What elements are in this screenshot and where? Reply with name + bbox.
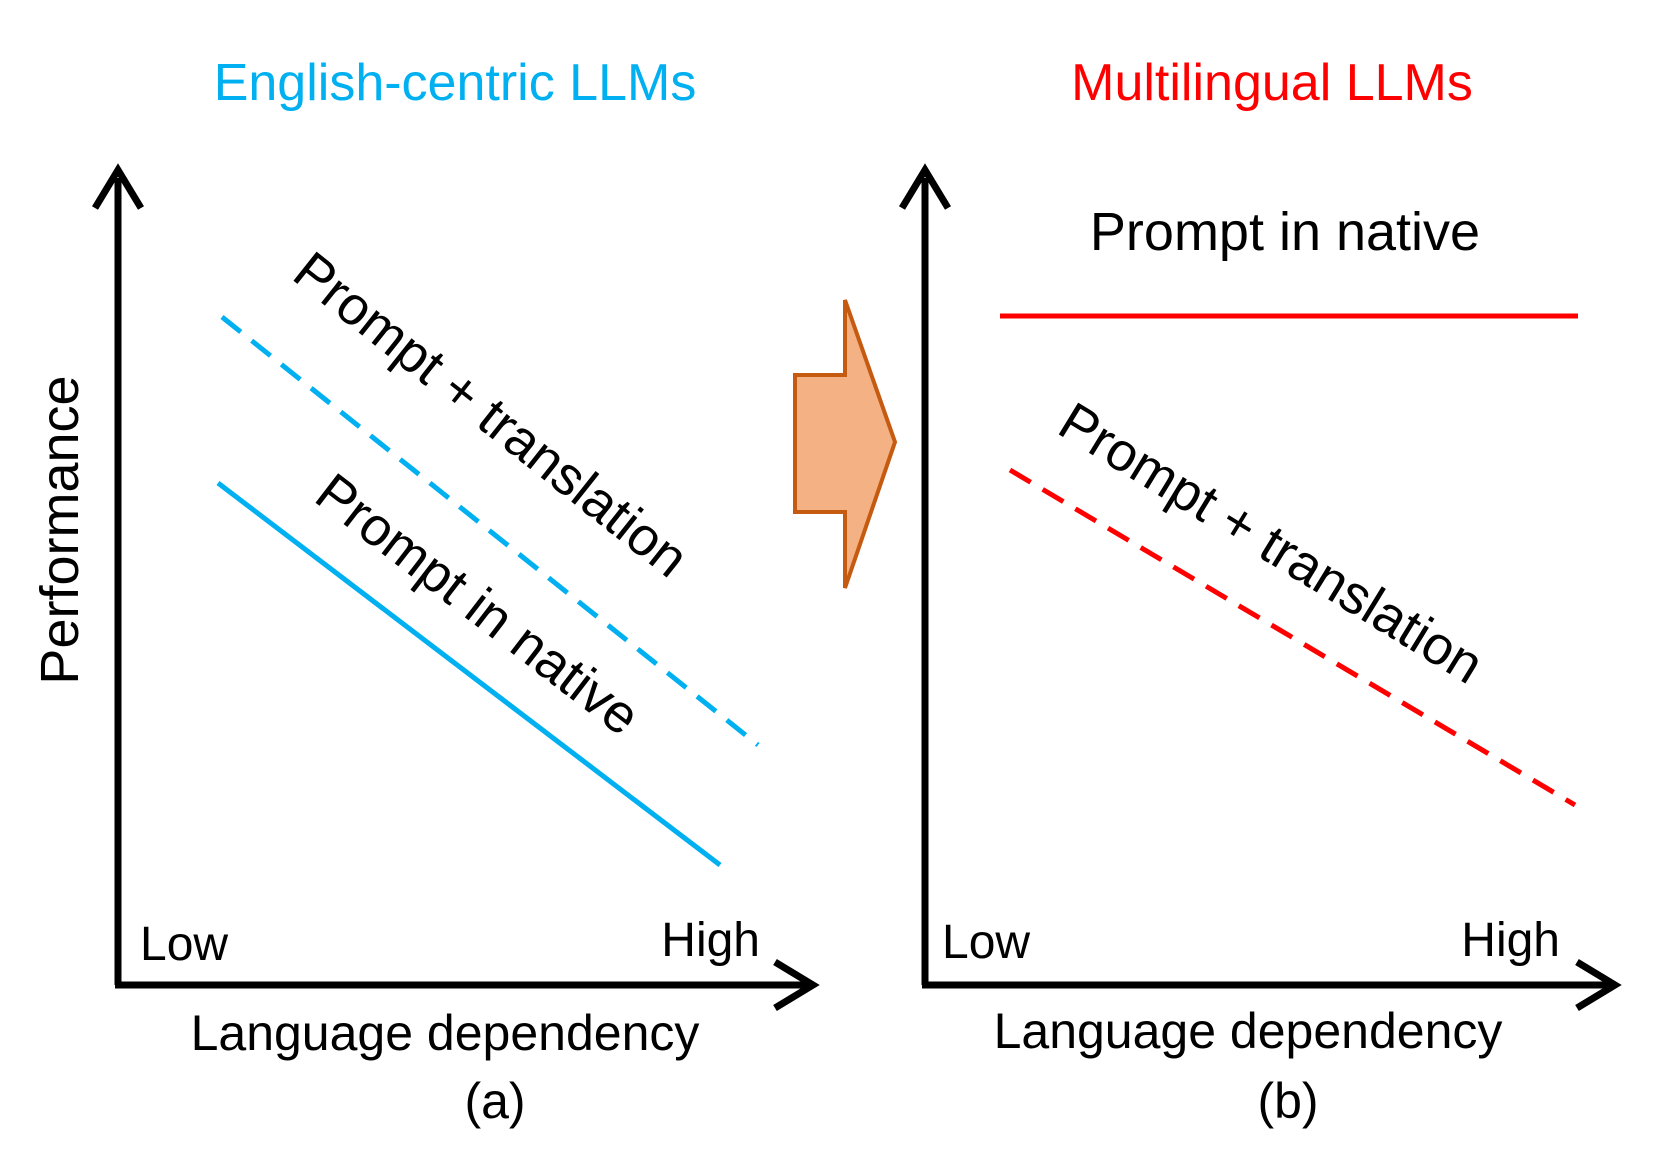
panel-b-x-label: Language dependency — [994, 1003, 1503, 1059]
panel-b-translation-line — [1008, 467, 1577, 808]
panel-b-translation-label: Prompt + translation — [1049, 391, 1494, 695]
panel-b-x-low: Low — [942, 916, 1030, 969]
panel-b: Multilingual LLMs Low High Language depe… — [899, 54, 1622, 1129]
transition-arrow — [793, 299, 898, 589]
panel-a-y-label: Performance — [30, 375, 90, 684]
panel-a-x-axis — [115, 959, 820, 1011]
panel-b-title: Multilingual LLMs — [1071, 54, 1473, 112]
panel-a-native-line — [216, 481, 722, 867]
panel-b-native-label: Prompt in native — [1090, 202, 1480, 262]
panel-b-caption: (b) — [1257, 1073, 1318, 1129]
panel-a-caption: (a) — [464, 1073, 525, 1129]
panel-a-title: English-centric LLMs — [214, 54, 697, 112]
panel-a-translation-line — [220, 315, 760, 747]
panel-a-x-label: Language dependency — [191, 1005, 700, 1061]
panel-a-x-low: Low — [140, 918, 228, 971]
panel-a: English-centric LLMs Performance Low Hig… — [30, 54, 820, 1129]
panel-a-y-axis — [92, 163, 144, 985]
panel-a-x-high: High — [661, 914, 760, 967]
panel-b-x-high: High — [1461, 914, 1560, 967]
panel-b-x-axis — [922, 959, 1622, 1011]
panel-b-y-axis — [899, 163, 951, 985]
